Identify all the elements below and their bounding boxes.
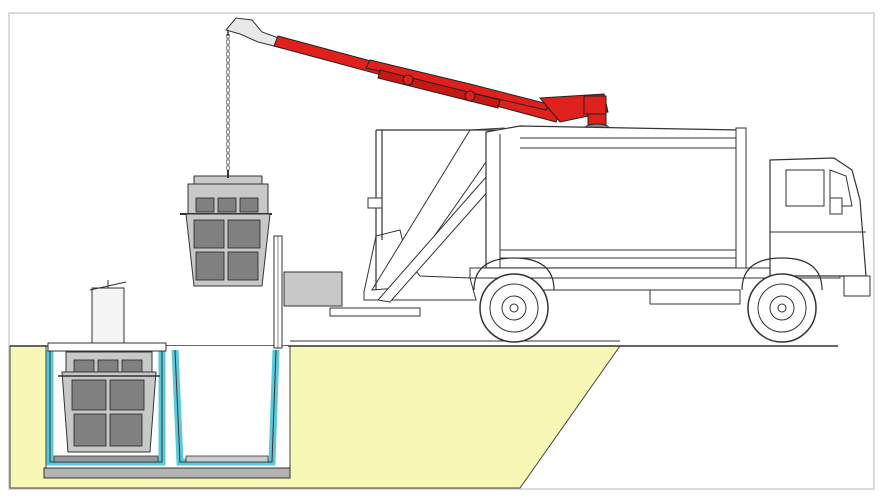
garbage-truck-icon [283, 125, 871, 343]
concrete-base [43, 467, 291, 479]
waste-container-icon [58, 351, 160, 453]
lifted-container [180, 28, 272, 287]
pit-top-frame [47, 342, 167, 352]
safety-barrier [273, 235, 283, 349]
hydraulic-crane-icon [225, 17, 610, 133]
front-wheel [741, 257, 823, 343]
inlet-column [89, 280, 127, 344]
lifting-chain [226, 34, 230, 170]
rear-wheel [473, 257, 555, 343]
